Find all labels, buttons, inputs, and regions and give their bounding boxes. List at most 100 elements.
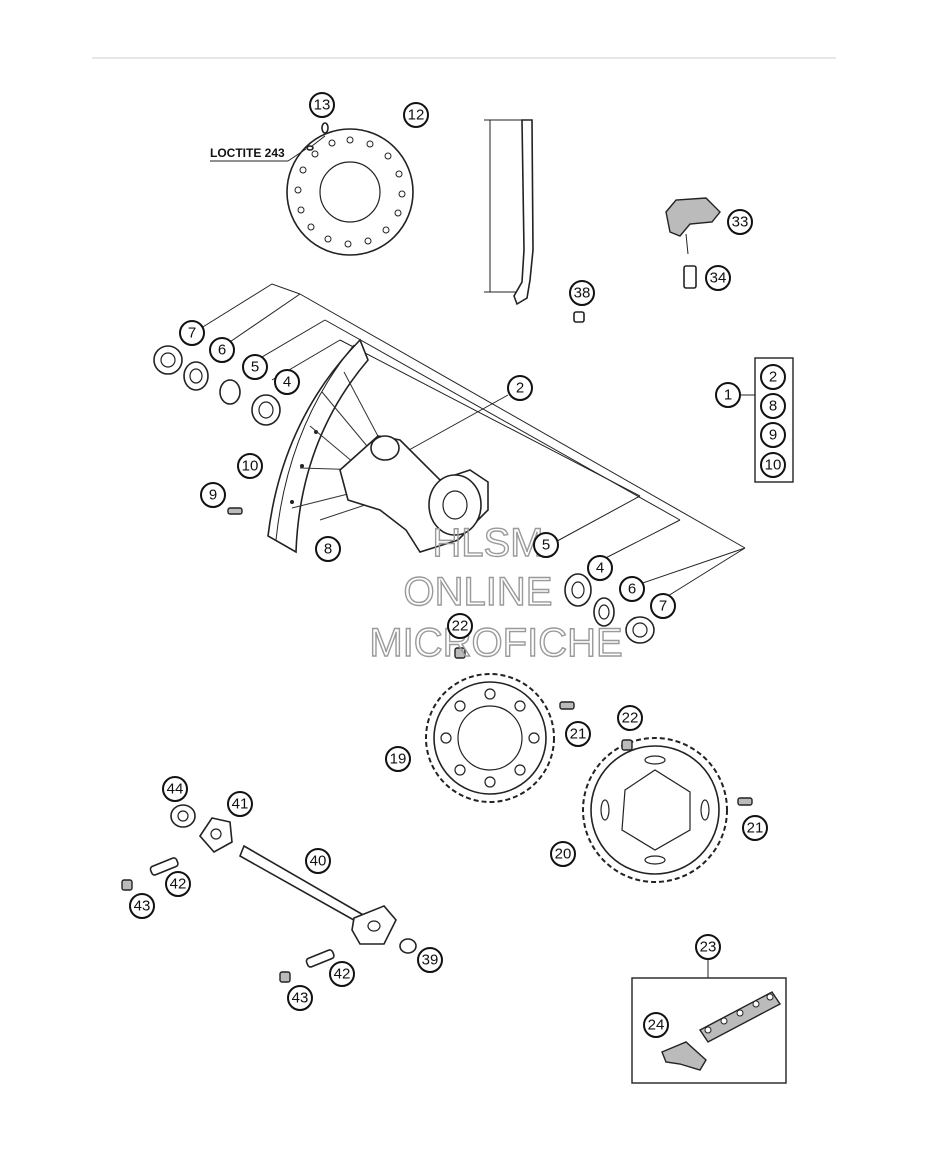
callout-21-a: 21 (565, 721, 591, 747)
callout-34: 34 (705, 265, 731, 291)
callout-33: 33 (727, 209, 753, 235)
adjuster-bolt-a (149, 857, 179, 876)
kit-callout-2: 2 (760, 364, 786, 390)
disc-bolt (306, 122, 329, 151)
svg-text:2: 2 (516, 380, 524, 397)
svg-text:4: 4 (283, 374, 291, 391)
sprocket-bolt-b (737, 797, 753, 806)
callout-4-right: 4 (587, 555, 613, 581)
kit-callout-10: 10 (760, 452, 786, 478)
svg-text:43: 43 (134, 898, 151, 915)
svg-text:12: 12 (408, 107, 425, 124)
wheel-hub (339, 435, 489, 553)
sprocket-small (425, 673, 555, 803)
left-bearing (251, 394, 281, 426)
callout-40: 40 (305, 848, 331, 874)
callout-6-right: 6 (619, 576, 645, 602)
callout-12: 12 (403, 102, 429, 128)
left-circlip (219, 379, 241, 405)
spoke-gauge (484, 119, 534, 306)
svg-text:39: 39 (422, 952, 439, 969)
callout-1: 1 (715, 382, 741, 408)
drive-chain (698, 991, 782, 1043)
callout-7-left: 7 (179, 320, 205, 346)
callout-5-right: 5 (533, 532, 559, 558)
callout-22-b: 22 (617, 705, 643, 731)
callout-23: 23 (695, 934, 721, 960)
callout-5-left: 5 (242, 354, 268, 380)
callout-42-a: 42 (165, 871, 191, 897)
callout-22-a: 22 (447, 613, 473, 639)
watermark-line-2: ONLINE (404, 570, 553, 614)
svg-text:8: 8 (324, 541, 332, 558)
chain-box (631, 977, 787, 1084)
axle-cap-39 (399, 938, 417, 954)
adjuster-nut-b (279, 971, 291, 983)
callout-6-left: 6 (209, 337, 235, 363)
watermark-line-3: MICROFICHE (369, 621, 622, 665)
chain-master-link (661, 1041, 707, 1071)
axle-nut-44 (170, 804, 196, 828)
callout-4-left: 4 (274, 369, 300, 395)
svg-text:6: 6 (628, 581, 636, 598)
svg-text:34: 34 (710, 270, 727, 287)
callout-38: 38 (569, 280, 595, 306)
callout-44: 44 (162, 776, 188, 802)
svg-text:41: 41 (232, 796, 249, 813)
callout-7-right: 7 (650, 593, 676, 619)
svg-text:10: 10 (765, 457, 782, 474)
callout-24: 24 (643, 1012, 669, 1038)
sprocket-nut-a (454, 647, 466, 659)
svg-text:4: 4 (596, 560, 604, 577)
kit-callout-8: 8 (760, 393, 786, 419)
watermark-line-1: HLSM (432, 521, 543, 565)
spoke-nipple (227, 507, 243, 515)
left-seal (183, 361, 209, 391)
svg-text:7: 7 (659, 598, 667, 615)
callout-10: 10 (237, 453, 263, 479)
svg-text:23: 23 (700, 939, 717, 956)
callout-20: 20 (550, 841, 576, 867)
callout-41: 41 (227, 791, 253, 817)
svg-text:6: 6 (218, 342, 226, 359)
callout-8: 8 (315, 536, 341, 562)
adjuster-bolt-b (305, 949, 335, 968)
svg-text:9: 9 (769, 427, 777, 444)
svg-text:24: 24 (648, 1017, 665, 1034)
leader-lines (197, 283, 746, 605)
svg-text:21: 21 (747, 820, 764, 837)
svg-text:21: 21 (570, 726, 587, 743)
svg-text:40: 40 (310, 853, 327, 870)
svg-text:43: 43 (292, 990, 309, 1007)
callout-13: 13 (309, 92, 335, 118)
sprocket-large (582, 737, 728, 883)
svg-text:8: 8 (769, 398, 777, 415)
svg-text:9: 9 (209, 487, 217, 504)
callout-21-b: 21 (742, 815, 768, 841)
svg-text:2: 2 (769, 369, 777, 386)
right-bearing (564, 573, 592, 607)
svg-text:33: 33 (732, 214, 749, 231)
callout-19: 19 (385, 746, 411, 772)
svg-text:10: 10 (242, 458, 259, 475)
svg-text:5: 5 (251, 359, 259, 376)
adjuster-nut-a (121, 879, 133, 891)
callout-43-a: 43 (129, 893, 155, 919)
svg-text:5: 5 (542, 537, 550, 554)
loctite-label: LOCTITE 243 (210, 146, 285, 160)
wheel-rim (267, 338, 369, 554)
sprocket-bolt-a (559, 701, 575, 710)
svg-text:44: 44 (167, 781, 184, 798)
brake-disc (286, 128, 414, 256)
svg-text:13: 13 (314, 97, 331, 114)
callout-2: 2 (507, 375, 533, 401)
svg-text:38: 38 (574, 285, 591, 302)
kit-box (754, 357, 794, 483)
wheel-axle (238, 844, 397, 945)
callout-43-b: 43 (287, 985, 313, 1011)
svg-text:19: 19 (390, 751, 407, 768)
kit-callout-9: 9 (760, 422, 786, 448)
svg-text:20: 20 (555, 846, 572, 863)
svg-text:1: 1 (724, 387, 732, 404)
